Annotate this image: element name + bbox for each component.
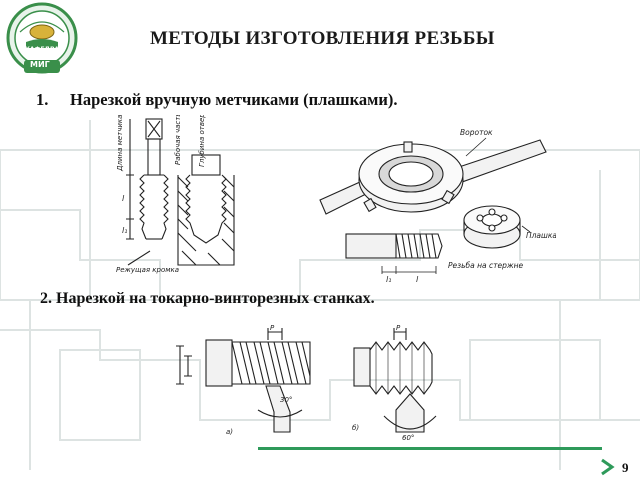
rod-l-label: l bbox=[416, 275, 419, 284]
tap-length-label: Длина метчика bbox=[116, 115, 124, 172]
list-item-number: 1. bbox=[36, 90, 49, 109]
pitch-label-b: P bbox=[396, 324, 401, 332]
rod-l1-label: l₁ bbox=[386, 275, 391, 284]
angle-label-b: 60° bbox=[402, 434, 414, 442]
caption-b: б) bbox=[352, 424, 359, 432]
thread-on-rod-label: Резьба на стержне bbox=[448, 261, 524, 270]
list-item-number: 2. bbox=[40, 290, 52, 307]
tap-work-label: Рабочая часть bbox=[174, 115, 182, 165]
list-item-text: Нарезкой на токарно-винторезных станках. bbox=[56, 290, 375, 307]
caption-a: а) bbox=[226, 428, 233, 436]
cutting-edge-label: Режущая кромка bbox=[116, 266, 179, 274]
tap-figure: Длина метчика Рабочая часть Глубина отве… bbox=[110, 115, 245, 275]
lathe-figure: P 30° а) P 60° б) bbox=[170, 320, 470, 445]
page-title: МЕТОДЫ ИЗГОТОВЛЕНИЯ РЕЗЬБЫ bbox=[150, 28, 495, 49]
die-figure: Вороток Плашка Резьба на стержне l₁ l bbox=[316, 122, 556, 287]
list-item-2: 2. Нарезкой на токарно-винторезных станк… bbox=[40, 290, 375, 308]
department-logo bbox=[6, 2, 78, 74]
tap-l1-label: l₁ bbox=[122, 226, 127, 235]
die-label: Плашка bbox=[526, 231, 556, 240]
angle-label-a: 30° bbox=[280, 396, 292, 404]
next-arrow-icon bbox=[601, 458, 615, 476]
handle-label: Вороток bbox=[460, 128, 493, 137]
page-number: 9 bbox=[622, 460, 629, 475]
logo-name: МИГ bbox=[30, 60, 50, 69]
hole-depth-label: Глубина отверстия bbox=[198, 115, 206, 167]
list-item-text: Нарезкой вручную метчиками (плашками). bbox=[70, 90, 398, 109]
footer-divider bbox=[258, 447, 602, 450]
list-item-1: 1. Нарезкой вручную метчиками (плашками). bbox=[36, 90, 397, 110]
tap-l-label: l bbox=[122, 194, 125, 203]
logo-caption: КАФЕДРА bbox=[25, 46, 59, 53]
pitch-label-a: P bbox=[270, 324, 275, 332]
page-badge bbox=[598, 452, 640, 480]
